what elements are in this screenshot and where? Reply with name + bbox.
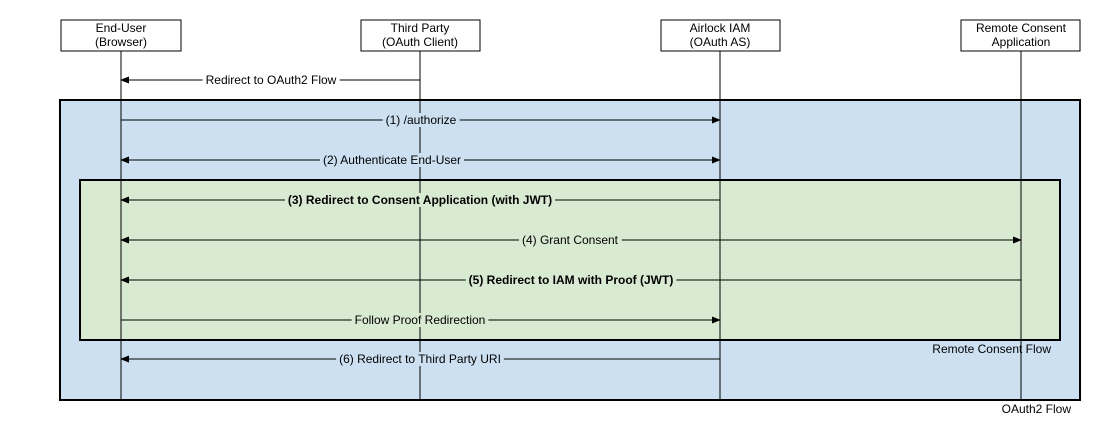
participant-airlock-iam: Airlock IAM (OAuth AS) [660,19,781,52]
participant-end-user: End-User (Browser) [60,19,182,52]
participant-end-user-line2: (Browser) [95,35,147,49]
message-redirect-to-consent-application: (3) Redirect to Consent Application (wit… [120,193,720,207]
message-authenticate-end-user: (2) Authenticate End-User [120,153,721,167]
participant-airlock-iam-line2: (OAuth AS) [690,35,751,49]
message-redirect-to-third-party-uri-label: (6) Redirect to Third Party URI [339,352,501,366]
message-redirect-to-iam-with-proof-label: (5) Redirect to IAM with Proof (JWT) [469,273,674,287]
message-follow-proof-redirection-label: Follow Proof Redirection [355,313,486,327]
message-redirect-to-oauth2-flow: Redirect to OAuth2 Flow [120,73,420,87]
participant-third-party: Third Party (OAuth Client) [360,19,481,52]
message-authorize: (1) /authorize [121,113,721,127]
participant-third-party-line2: (OAuth Client) [382,35,458,49]
participant-remote-consent-line1: Remote Consent [976,21,1067,35]
message-authorize-label: (1) /authorize [386,113,457,127]
message-redirect-to-third-party-uri: (6) Redirect to Third Party URI [120,352,720,366]
participant-remote-consent: Remote Consent Application [960,19,1081,52]
message-grant-consent: (4) Grant Consent [120,233,1022,247]
participant-remote-consent-line2: Application [992,35,1051,49]
message-redirect-to-iam-with-proof: (5) Redirect to IAM with Proof (JWT) [120,273,1021,287]
message-grant-consent-label: (4) Grant Consent [522,233,619,247]
message-redirect-to-consent-application-label: (3) Redirect to Consent Application (wit… [288,193,552,207]
participant-end-user-line1: End-User [96,21,147,35]
oauth2-flow-label: OAuth2 Flow [1002,402,1072,416]
message-follow-proof-redirection: Follow Proof Redirection [121,313,721,327]
remote-consent-flow-label: Remote Consent Flow [932,342,1051,356]
message-authenticate-end-user-label: (2) Authenticate End-User [323,153,461,167]
participant-airlock-iam-line1: Airlock IAM [690,21,751,35]
remote-consent-flow-frame [79,179,1061,341]
participant-third-party-line1: Third Party [391,21,450,35]
message-redirect-to-oauth2-flow-label: Redirect to OAuth2 Flow [206,73,337,87]
